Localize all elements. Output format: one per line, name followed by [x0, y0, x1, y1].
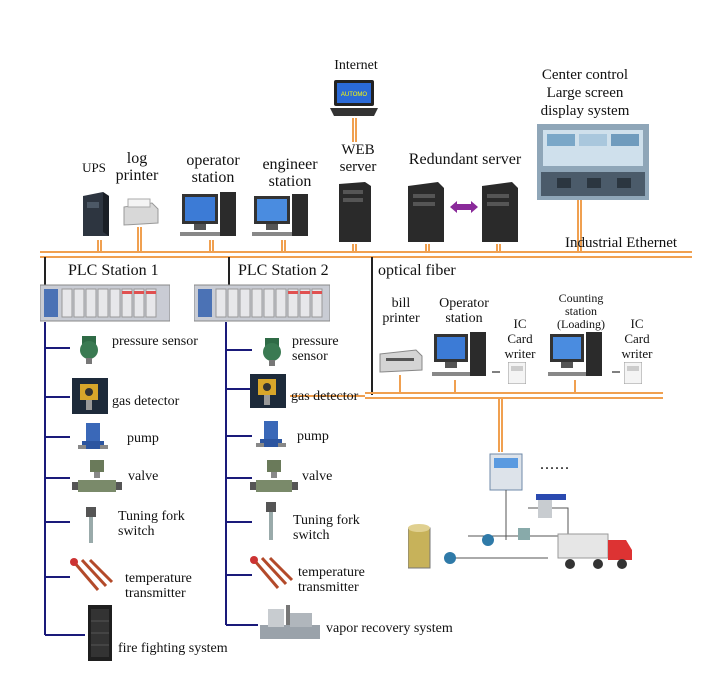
valve-icon — [250, 458, 298, 496]
valve-icon — [72, 458, 122, 496]
tuning-fork-icon — [262, 500, 280, 542]
temperature-transmitter-icon — [248, 554, 296, 594]
ic-card-writer-label: IC Card writer — [504, 316, 536, 361]
printer-icon — [122, 197, 160, 227]
bill-printer-label: bill printer — [382, 296, 420, 326]
pump-icon — [78, 421, 108, 453]
server-icon — [478, 180, 522, 244]
plc1-valve-label: valve — [128, 469, 159, 484]
pressure-sensor-icon — [255, 336, 287, 366]
plc2-valve-label: valve — [302, 469, 333, 484]
industrial-ethernet-label: Industrial Ethernet — [565, 235, 678, 251]
plc2-gas-detector-label: gas detector — [291, 389, 359, 404]
operator-station-label: operator station — [186, 152, 240, 186]
counting-station-label: Counting station (Loading) — [557, 291, 605, 331]
log-printer-label: log printer — [115, 150, 159, 184]
vapor-recovery-icon — [260, 605, 320, 641]
ellipsis-label: ...... — [540, 456, 570, 473]
plc1-pressure-sensor-label: pressure sensor — [112, 334, 198, 349]
pc-icon — [548, 330, 608, 380]
plc1-fire-fighting-label: fire fighting system — [118, 641, 228, 656]
pc-icon — [252, 192, 312, 240]
ic-card-writer-icon — [623, 361, 643, 385]
pressure-sensor-icon — [72, 334, 104, 364]
server-icon — [335, 180, 375, 244]
plc2-pump-label: pump — [297, 429, 329, 444]
temperature-transmitter-icon — [68, 556, 116, 596]
plc-rack-icon — [39, 283, 171, 323]
plc2-vapor-recovery-label: vapor recovery system — [326, 621, 453, 636]
plc2-label: PLC Station 2 — [238, 262, 329, 279]
bidirectional-arrow-icon — [450, 200, 478, 214]
printer-icon — [378, 346, 424, 374]
plc-rack-icon — [193, 283, 331, 323]
loading-process-icon — [407, 448, 634, 580]
gas-detector-icon — [250, 374, 286, 408]
svg-text:AUTOMO: AUTOMO — [341, 92, 368, 98]
internet-label: Internet — [334, 58, 378, 73]
fire-cabinet-icon — [88, 605, 112, 661]
engineer-station-label: engineer station — [262, 156, 318, 190]
optical-fiber-label: optical fiber — [378, 262, 456, 279]
server-icon — [404, 180, 448, 244]
pump-icon — [256, 419, 286, 453]
tuning-fork-icon — [82, 505, 100, 545]
pc-icon — [432, 330, 490, 380]
ic-card-writer-label-2: IC Card writer — [621, 316, 653, 361]
gas-detector-icon — [72, 378, 108, 414]
operator-station2-label: Operator station — [439, 296, 489, 326]
ups-icon — [79, 190, 111, 238]
large-screen-icon — [537, 124, 649, 200]
plc1-pump-label: pump — [127, 431, 159, 446]
web-server-label: WEB server — [339, 142, 377, 175]
pc-icon — [180, 190, 240, 240]
ups-label: UPS — [82, 160, 106, 175]
redundant-server-label: Redundant server — [408, 151, 522, 168]
laptop-icon: AUTOMO — [328, 78, 380, 120]
plc1-label: PLC Station 1 — [68, 262, 159, 279]
plc1-gas-detector-label: gas detector — [112, 394, 180, 409]
center-control-label: Center control Large screen display syst… — [540, 67, 630, 119]
ic-card-writer-icon — [507, 361, 527, 385]
